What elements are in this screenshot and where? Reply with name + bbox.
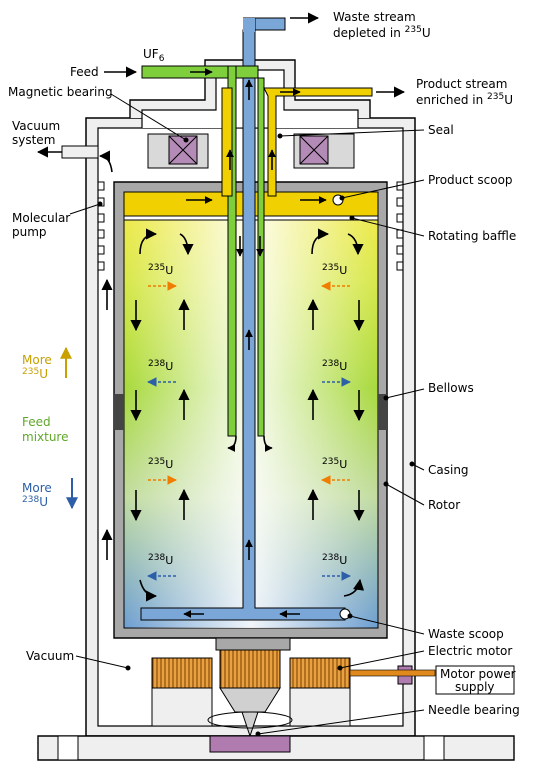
motor-power-supply-label-2: supply (455, 680, 495, 694)
waste-stream-label: Waste stream (333, 10, 416, 24)
product-stream-label-2: enriched in 235U (416, 92, 513, 107)
flow-arrows (36, 12, 406, 618)
isotope-label: 235U (322, 263, 347, 277)
isotope-label: 235U (322, 457, 347, 471)
isotope-labels: 235U 235U 238U 238U 235U 235U 238U 238U (147, 263, 351, 581)
feed-mixture-label-2: mixture (22, 430, 69, 444)
uf6-label: UF6 (143, 47, 165, 64)
vacuum-system-label-2: system (12, 133, 55, 147)
more-235-label-2: 235U (22, 367, 48, 381)
isotope-label: 235U (148, 457, 173, 471)
rotating-baffle-label: Rotating baffle (428, 229, 516, 243)
casing-label: Casing (428, 463, 469, 477)
molecular-pump-label-2: pump (12, 225, 47, 239)
waste-pipe (140, 17, 346, 621)
more-238-label-2: 238U (22, 495, 48, 509)
vacuum-system-label: Vacuum (12, 119, 60, 133)
isotope-label: 238U (322, 359, 347, 373)
isotope-label: 238U (148, 359, 173, 373)
magnetic-bearing-label: Magnetic bearing (8, 85, 113, 99)
waste-stream-label-2: depleted in 235U (333, 25, 431, 40)
isotope-label: 238U (148, 553, 173, 567)
product-scoop-label: Product scoop (428, 173, 513, 187)
more-235-label: More (22, 353, 52, 367)
seal-label: Seal (428, 123, 454, 137)
feed-mixture-label: Feed (22, 415, 51, 429)
side-indicators (60, 346, 78, 510)
magnetic-bearing-housing (147, 133, 355, 169)
isotope-label: 235U (148, 263, 173, 277)
product-stream-label: Product stream (416, 77, 507, 91)
molecular-pump-label: Molecular (12, 211, 70, 225)
motor-power-supply-label: Motor power (440, 667, 516, 681)
isotope-label: 238U (322, 553, 347, 567)
leader-lines (69, 93, 425, 737)
waste-scoop-label: Waste scoop (428, 627, 504, 641)
rotation-indicator (207, 711, 293, 729)
vacuum-label: Vacuum (26, 649, 74, 663)
bellows-label: Bellows (428, 381, 474, 395)
needle-bearing-label: Needle bearing (428, 703, 520, 717)
feed-label: Feed (70, 65, 99, 79)
rotor-label: Rotor (428, 498, 460, 512)
electric-motor-label: Electric motor (428, 644, 512, 658)
more-238-label: More (22, 481, 52, 495)
